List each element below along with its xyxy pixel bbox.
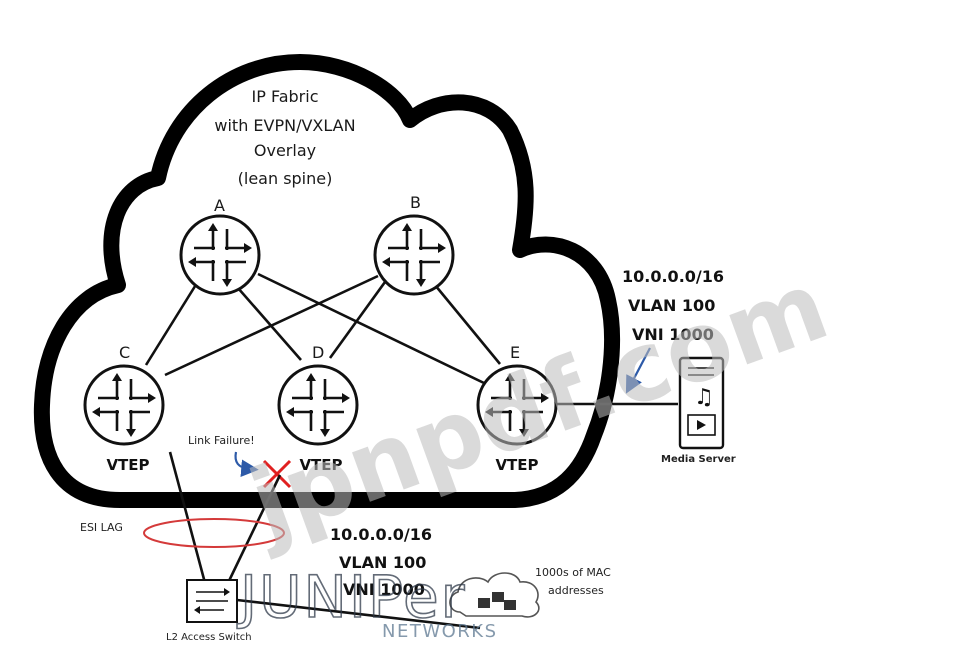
fabric-links [144,272,502,385]
access-switch-label: L2 Access Switch [166,632,252,643]
media-server-label: Media Server [661,454,736,465]
router-a[interactable] [179,214,261,296]
svg-text:JUNIPer: JUNIPer [237,563,467,631]
right-network-subnet: 10.0.0.0/16 [622,267,724,286]
esi-lag-label: ESI LAG [80,521,123,534]
mac-addresses-cloud [449,572,540,618]
router-d-label: D [312,343,324,362]
media-server-icon[interactable]: ♫ [678,356,725,450]
access-links [168,451,282,584]
cloud-title-line2: with EVPN/VXLAN [214,116,355,135]
router-b-label: B [410,193,421,212]
esi-lag-ring [143,518,285,548]
cloud-title-line3: Overlay [254,141,316,160]
router-a-label: A [214,196,225,215]
router-b[interactable] [373,214,455,296]
svg-text:NETWORKS: NETWORKS [382,621,498,642]
bottom-network-subnet: 10.0.0.0/16 [330,525,432,544]
fabric-cloud-outline [33,54,620,508]
router-d-role: VTEP [299,456,342,474]
bottom-network-vni: VNI 1000 [343,580,425,599]
mac-link [236,598,481,630]
bottom-network-vlan: VLAN 100 [339,553,426,572]
router-e-label: E [510,343,520,362]
juniper-logo: JUNIPer NETWORKS [236,562,498,642]
cloud-title-line4: (lean spine) [238,169,333,188]
access-switch-icon[interactable] [186,579,238,623]
router-c[interactable] [83,364,165,446]
failure-x-icon [262,459,292,489]
mac-cloud-line1: 1000s of MAC [535,566,611,579]
router-e-role: VTEP [495,456,538,474]
mac-cloud-line2: addresses [548,584,604,597]
link-failure-label: Link Failure! [188,434,255,447]
router-c-role: VTEP [106,456,149,474]
right-network-vni: VNI 1000 [632,325,714,344]
right-network-vlan: VLAN 100 [628,296,715,315]
svg-text:♫: ♫ [694,385,714,410]
router-c-label: C [119,343,130,362]
link-failure-arrow-icon [234,451,259,478]
cloud-title-line1: IP Fabric [252,87,319,106]
right-network-arrow-icon [625,347,651,394]
